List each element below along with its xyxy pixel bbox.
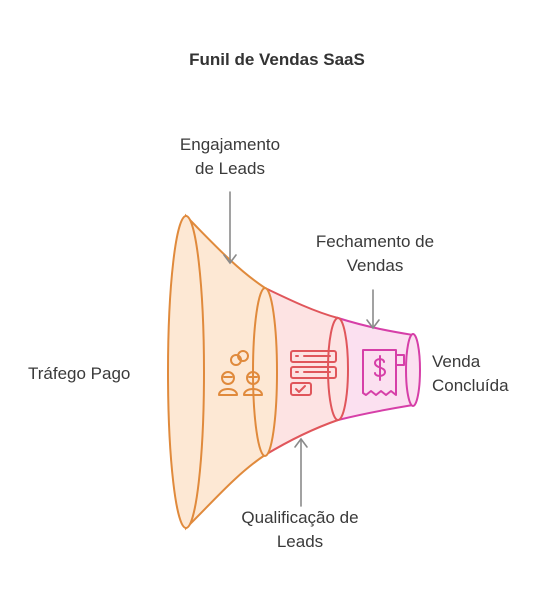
label-qualificacao-leads: Qualificação de Leads	[241, 508, 359, 551]
receipt-dollar-icon	[362, 349, 405, 396]
users-link-icon	[218, 350, 263, 396]
checklist-icon	[290, 350, 337, 396]
diagram-title: Funil de Vendas SaaS	[189, 50, 365, 69]
arrow-fechamento	[366, 289, 380, 330]
arrow-qualificacao	[294, 437, 308, 507]
funnel-mouth-start	[167, 215, 205, 529]
funnel-divider-2	[327, 317, 349, 421]
funnel-mouth-end	[405, 333, 421, 407]
label-trafego-pago: Tráfego Pago	[28, 364, 131, 383]
label-engajamento-leads: Engajamento de Leads	[179, 135, 281, 178]
label-fechamento-vendas: Fechamento de Vendas	[315, 232, 435, 275]
funnel-stage-fechamento	[337, 316, 414, 422]
label-venda-concluida: Venda Concluída	[432, 352, 509, 395]
arrow-engajamento	[223, 191, 237, 265]
